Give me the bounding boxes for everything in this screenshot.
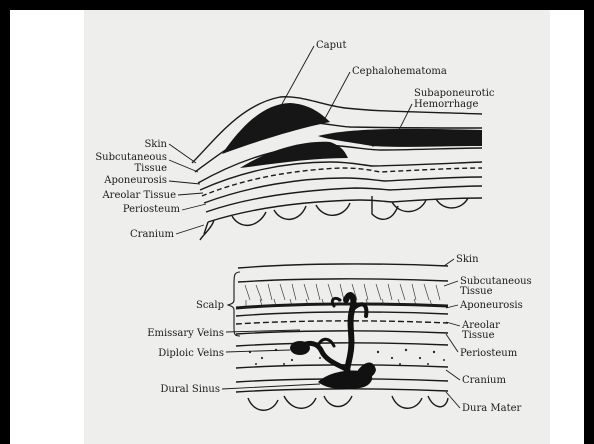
top-cross-section	[192, 97, 482, 240]
label-skin-b: Skin	[456, 254, 479, 265]
label-dura-mater: Dura Mater	[462, 403, 522, 414]
label-emissary-veins: Emissary Veins	[147, 328, 224, 339]
label-areolar-tissue: Areolar Tissue	[101, 190, 176, 201]
label-diploic-veins: Diploic Veins	[158, 348, 224, 359]
label-periosteum-b: Periosteum	[460, 348, 518, 359]
label-periosteum: Periosteum	[123, 204, 181, 215]
label-skin: Skin	[144, 139, 167, 150]
label-subcutaneous-2: Tissue	[135, 163, 168, 174]
subaponeurotic-mass	[318, 129, 482, 147]
label-subaponeurotic-2: Hemorrhage	[414, 99, 479, 110]
label-dural-sinus: Dural Sinus	[160, 384, 220, 395]
label-areolar-b-2: Tissue	[462, 330, 495, 341]
label-cranium: Cranium	[130, 229, 174, 240]
label-scalp: Scalp	[196, 300, 224, 311]
label-cephalohematoma: Cephalohematoma	[352, 66, 447, 77]
label-aponeurosis: Aponeurosis	[103, 175, 167, 186]
label-aponeurosis-b: Aponeurosis	[459, 300, 523, 311]
label-cranium-b: Cranium	[462, 375, 506, 386]
label-caput: Caput	[316, 40, 346, 51]
label-subaponeurotic-1: Subaponeurotic	[414, 88, 495, 99]
label-subcutaneous-1: Subcutaneous	[95, 152, 167, 163]
label-subcutaneous-b-2: Tissue	[460, 286, 493, 297]
